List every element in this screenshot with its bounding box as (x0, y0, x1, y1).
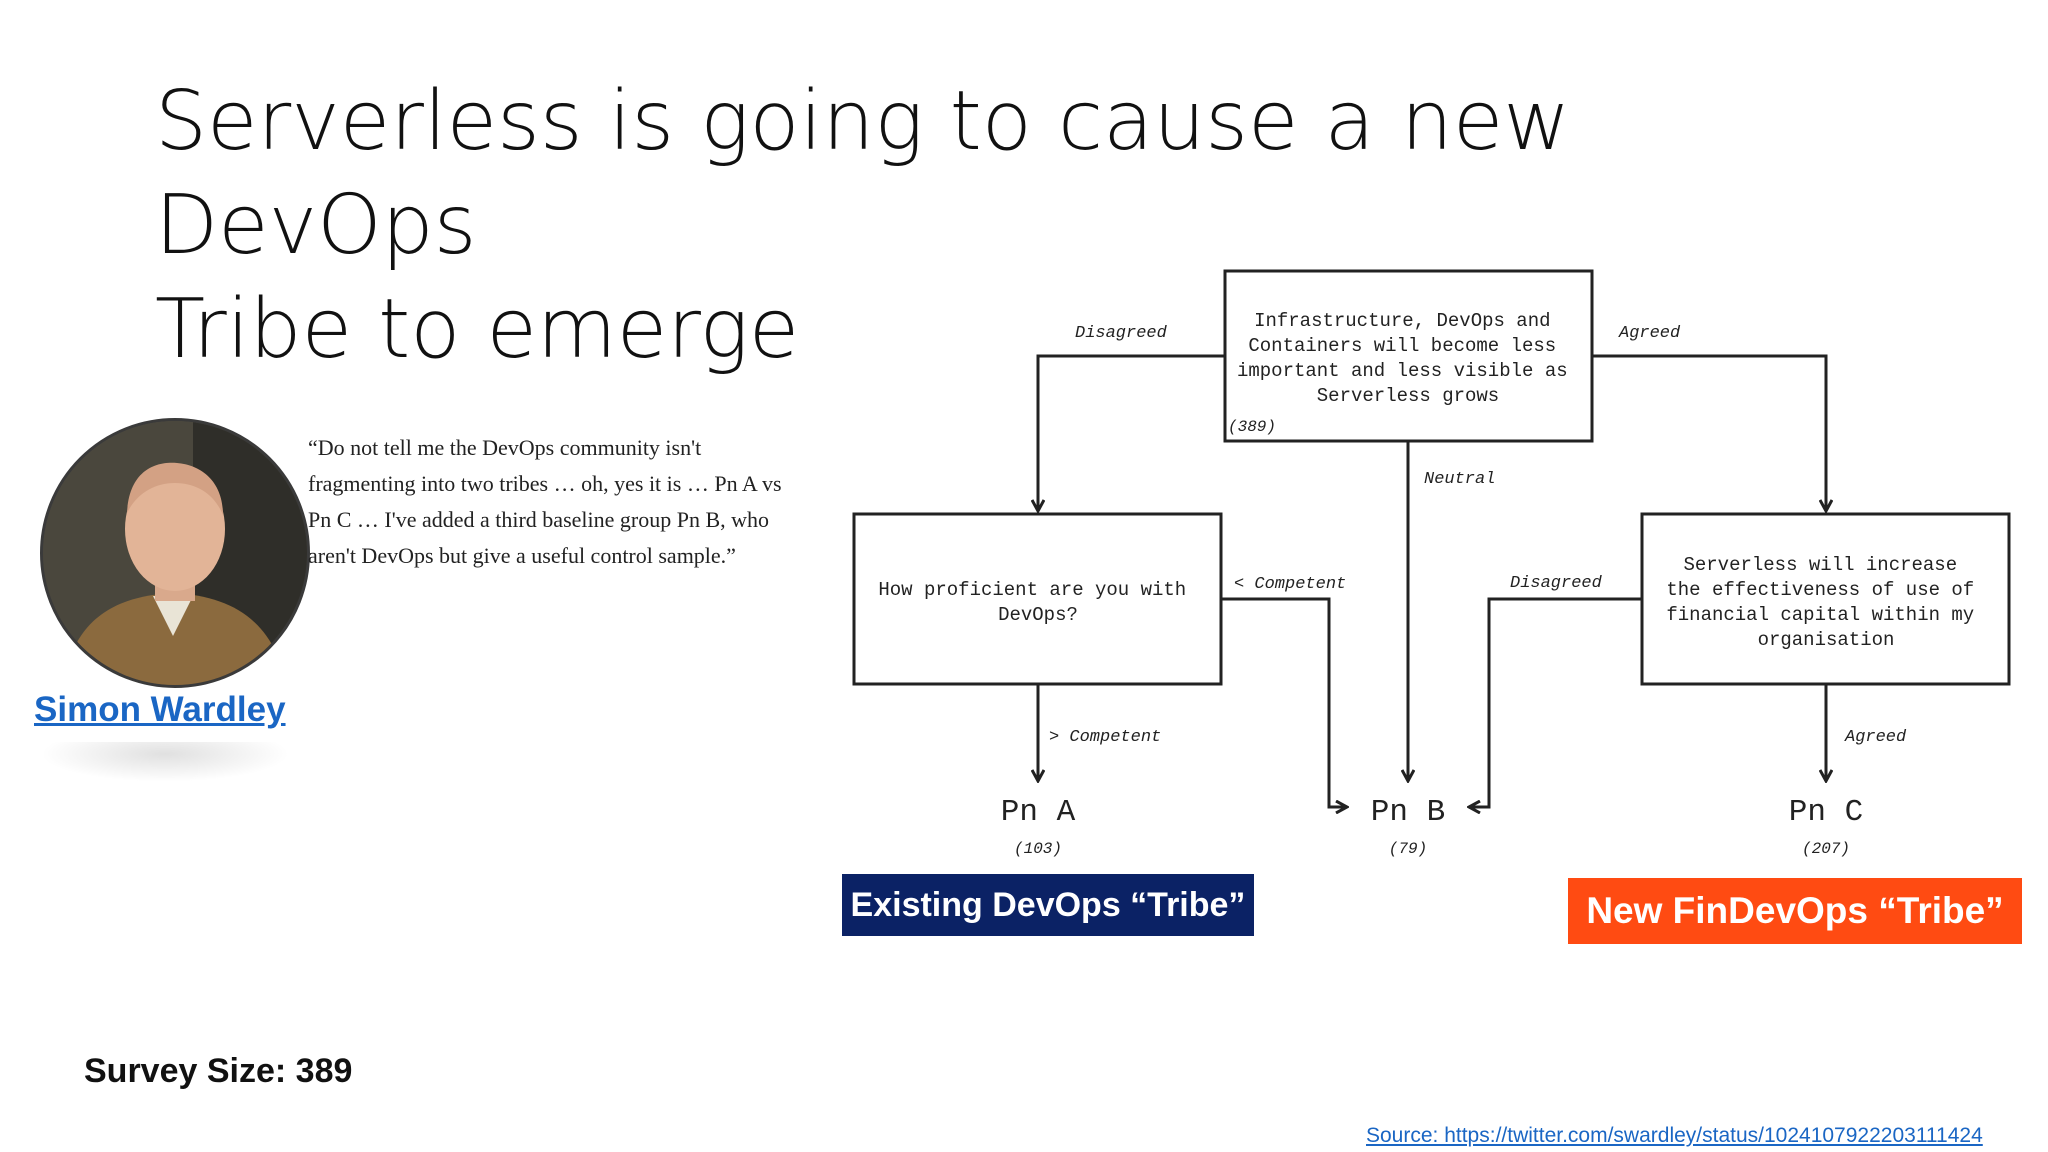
quote-line: aren't DevOps but give a useful control … (308, 543, 736, 568)
new-tribe-label: New FinDevOps “Tribe” (1568, 878, 2022, 944)
edge-root-agreed (1592, 354, 1826, 510)
quote: “Do not tell me the DevOps community isn… (308, 430, 788, 574)
root-question-box (1223, 269, 1594, 443)
left-question-box (852, 512, 1223, 686)
author-shadow (40, 742, 290, 782)
existing-tribe-label: Existing DevOps “Tribe” (842, 874, 1254, 936)
edge-label-neutral: Neutral (1424, 470, 1495, 489)
author-name-link[interactable]: Simon Wardley (34, 690, 286, 729)
edge-root-disagreed (1038, 354, 1225, 510)
outcome-pn-c-count: (207) (1802, 840, 1850, 858)
edge-label-less-competent: < Competent (1234, 575, 1346, 594)
right-question-text: Serverless will increase the effectivene… (1666, 554, 1985, 651)
outcome-pn-b: Pn B (1371, 795, 1445, 830)
quote-line: Pn C … I've added a third baseline group… (308, 507, 770, 532)
edge-label-right-disagreed: Disagreed (1510, 574, 1603, 593)
slide-title-line-2: Tribe to emerge (155, 282, 800, 377)
quote-line: “Do not tell me the DevOps community isn… (308, 435, 702, 460)
edge-label-right-agreed: Agreed (1844, 728, 1907, 747)
edge-right-disagreed (1470, 597, 1642, 807)
outcome-pn-a: Pn A (1001, 795, 1076, 830)
outcome-pn-a-count: (103) (1014, 840, 1062, 858)
person-silhouette-icon (43, 421, 307, 685)
edge-label-agreed: Agreed (1618, 324, 1681, 343)
edge-less-competent (1221, 597, 1346, 807)
slide-title-line-1: Serverless is going to cause a new DevOp… (155, 74, 1571, 273)
outcome-pn-b-count: (79) (1389, 840, 1427, 858)
edge-label-more-competent: > Competent (1049, 728, 1161, 747)
source-link[interactable]: Source: https://twitter.com/swardley/sta… (1366, 1124, 1983, 1147)
root-question-text: Infrastructure, DevOps and Containers wi… (1237, 310, 1579, 407)
author-portrait (40, 418, 310, 688)
root-count: (389) (1228, 418, 1276, 436)
slide-title: Serverless is going to cause a new DevOp… (155, 70, 1855, 382)
outcome-pn-c: Pn C (1789, 795, 1863, 830)
survey-size: Survey Size: 389 (84, 1052, 353, 1090)
edge-label-disagreed: Disagreed (1075, 324, 1168, 343)
left-question-text: How proficient are you with DevOps? (878, 579, 1197, 626)
quote-line: fragmenting into two tribes … oh, yes it… (308, 471, 782, 496)
